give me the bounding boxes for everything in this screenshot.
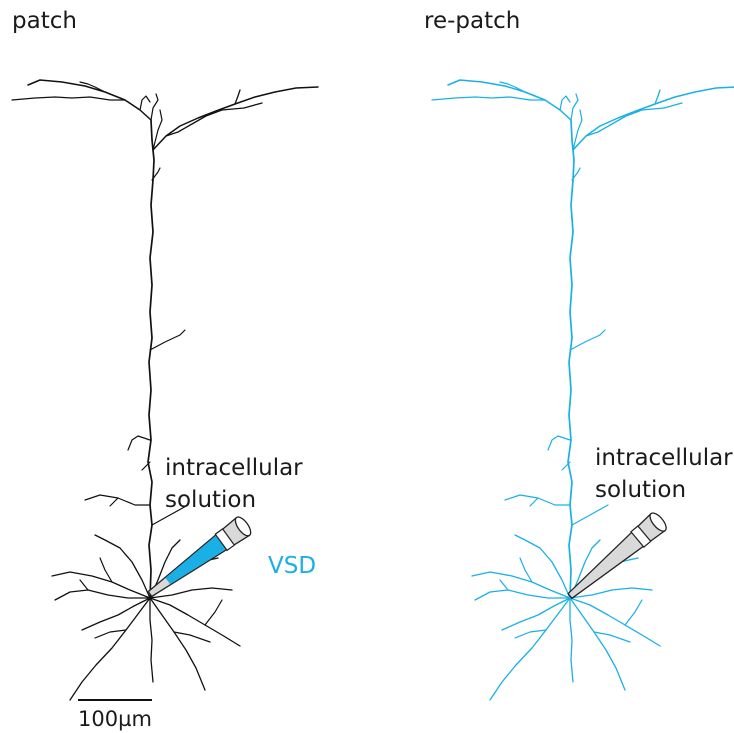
pipette-right bbox=[563, 510, 669, 604]
solution-line2: solution bbox=[165, 484, 303, 516]
solution-label-right: intracellular solution bbox=[595, 442, 733, 506]
panel-title-patch: patch bbox=[12, 10, 77, 33]
vsd-label: VSD bbox=[268, 555, 316, 578]
panel-title-repatch: re-patch bbox=[424, 10, 520, 33]
solution-line1: intracellular bbox=[165, 452, 303, 484]
neuron-patch bbox=[12, 80, 318, 700]
neuron-repatch bbox=[432, 80, 734, 700]
scale-bar-label: 100µm bbox=[78, 709, 152, 730]
solution-line2: solution bbox=[595, 474, 733, 506]
solution-line1: intracellular bbox=[595, 442, 733, 474]
solution-label-left: intracellular solution bbox=[165, 452, 303, 516]
